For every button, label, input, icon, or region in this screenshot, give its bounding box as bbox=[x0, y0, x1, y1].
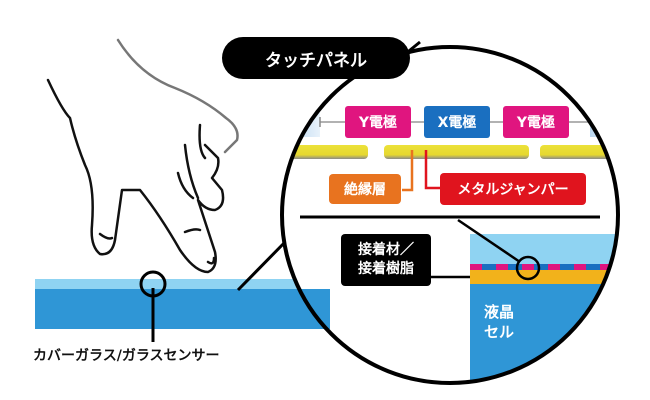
hand-icon bbox=[46, 38, 239, 274]
cover-glass-caption: カバーガラス/ガラスセンサー bbox=[33, 348, 220, 364]
electrode-y-right: Y電極 bbox=[503, 106, 569, 138]
insulation-label: 絶縁層 bbox=[329, 174, 401, 204]
adhesive-label: 接着材／ 接着樹脂 bbox=[341, 234, 431, 286]
title-text: タッチパネル bbox=[265, 50, 367, 71]
electrode-y-left: Y電極 bbox=[345, 106, 411, 138]
title-badge: タッチパネル bbox=[222, 37, 410, 79]
lcd-cell-label: 液晶 セル bbox=[484, 303, 515, 341]
electrode-x: X電極 bbox=[424, 106, 490, 138]
metal-jumper-label: メタルジャンパー bbox=[440, 173, 586, 205]
magnify-circle-outline bbox=[280, 45, 620, 385]
